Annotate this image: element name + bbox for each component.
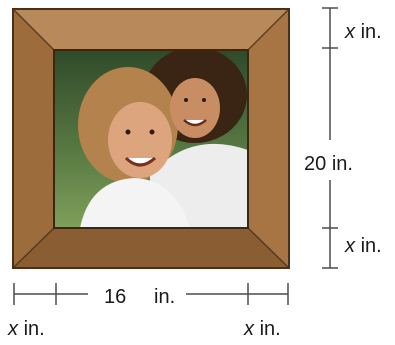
frame-miter-lines: [13, 9, 289, 268]
bottom-margin-label: x in.: [344, 235, 382, 257]
frame-right-bevel: [248, 10, 288, 267]
eyes: [125, 98, 206, 135]
mother-face: [108, 102, 172, 178]
daughter-face: [170, 78, 220, 138]
mother-smile: [124, 156, 157, 167]
photo: [54, 50, 248, 228]
mother-shirt: [80, 178, 190, 228]
daughter-smile: [183, 119, 207, 127]
top-margin-label: x in.: [344, 21, 382, 43]
left-margin-label: x in.: [7, 318, 45, 340]
frame-left-bevel: [14, 10, 54, 267]
height-label: 20 in.: [304, 153, 353, 175]
frame-top-bevel: [14, 10, 288, 50]
width-unit-label: in.: [154, 286, 175, 308]
frame-inner-edge: [53, 49, 249, 229]
frame-bottom-bevel: [14, 228, 288, 267]
width-value-label: 16: [104, 286, 126, 308]
vertical-dimension-lines: [322, 7, 338, 269]
horizontal-dimension-lines: [13, 283, 289, 305]
right-margin-label: x in.: [243, 318, 281, 340]
